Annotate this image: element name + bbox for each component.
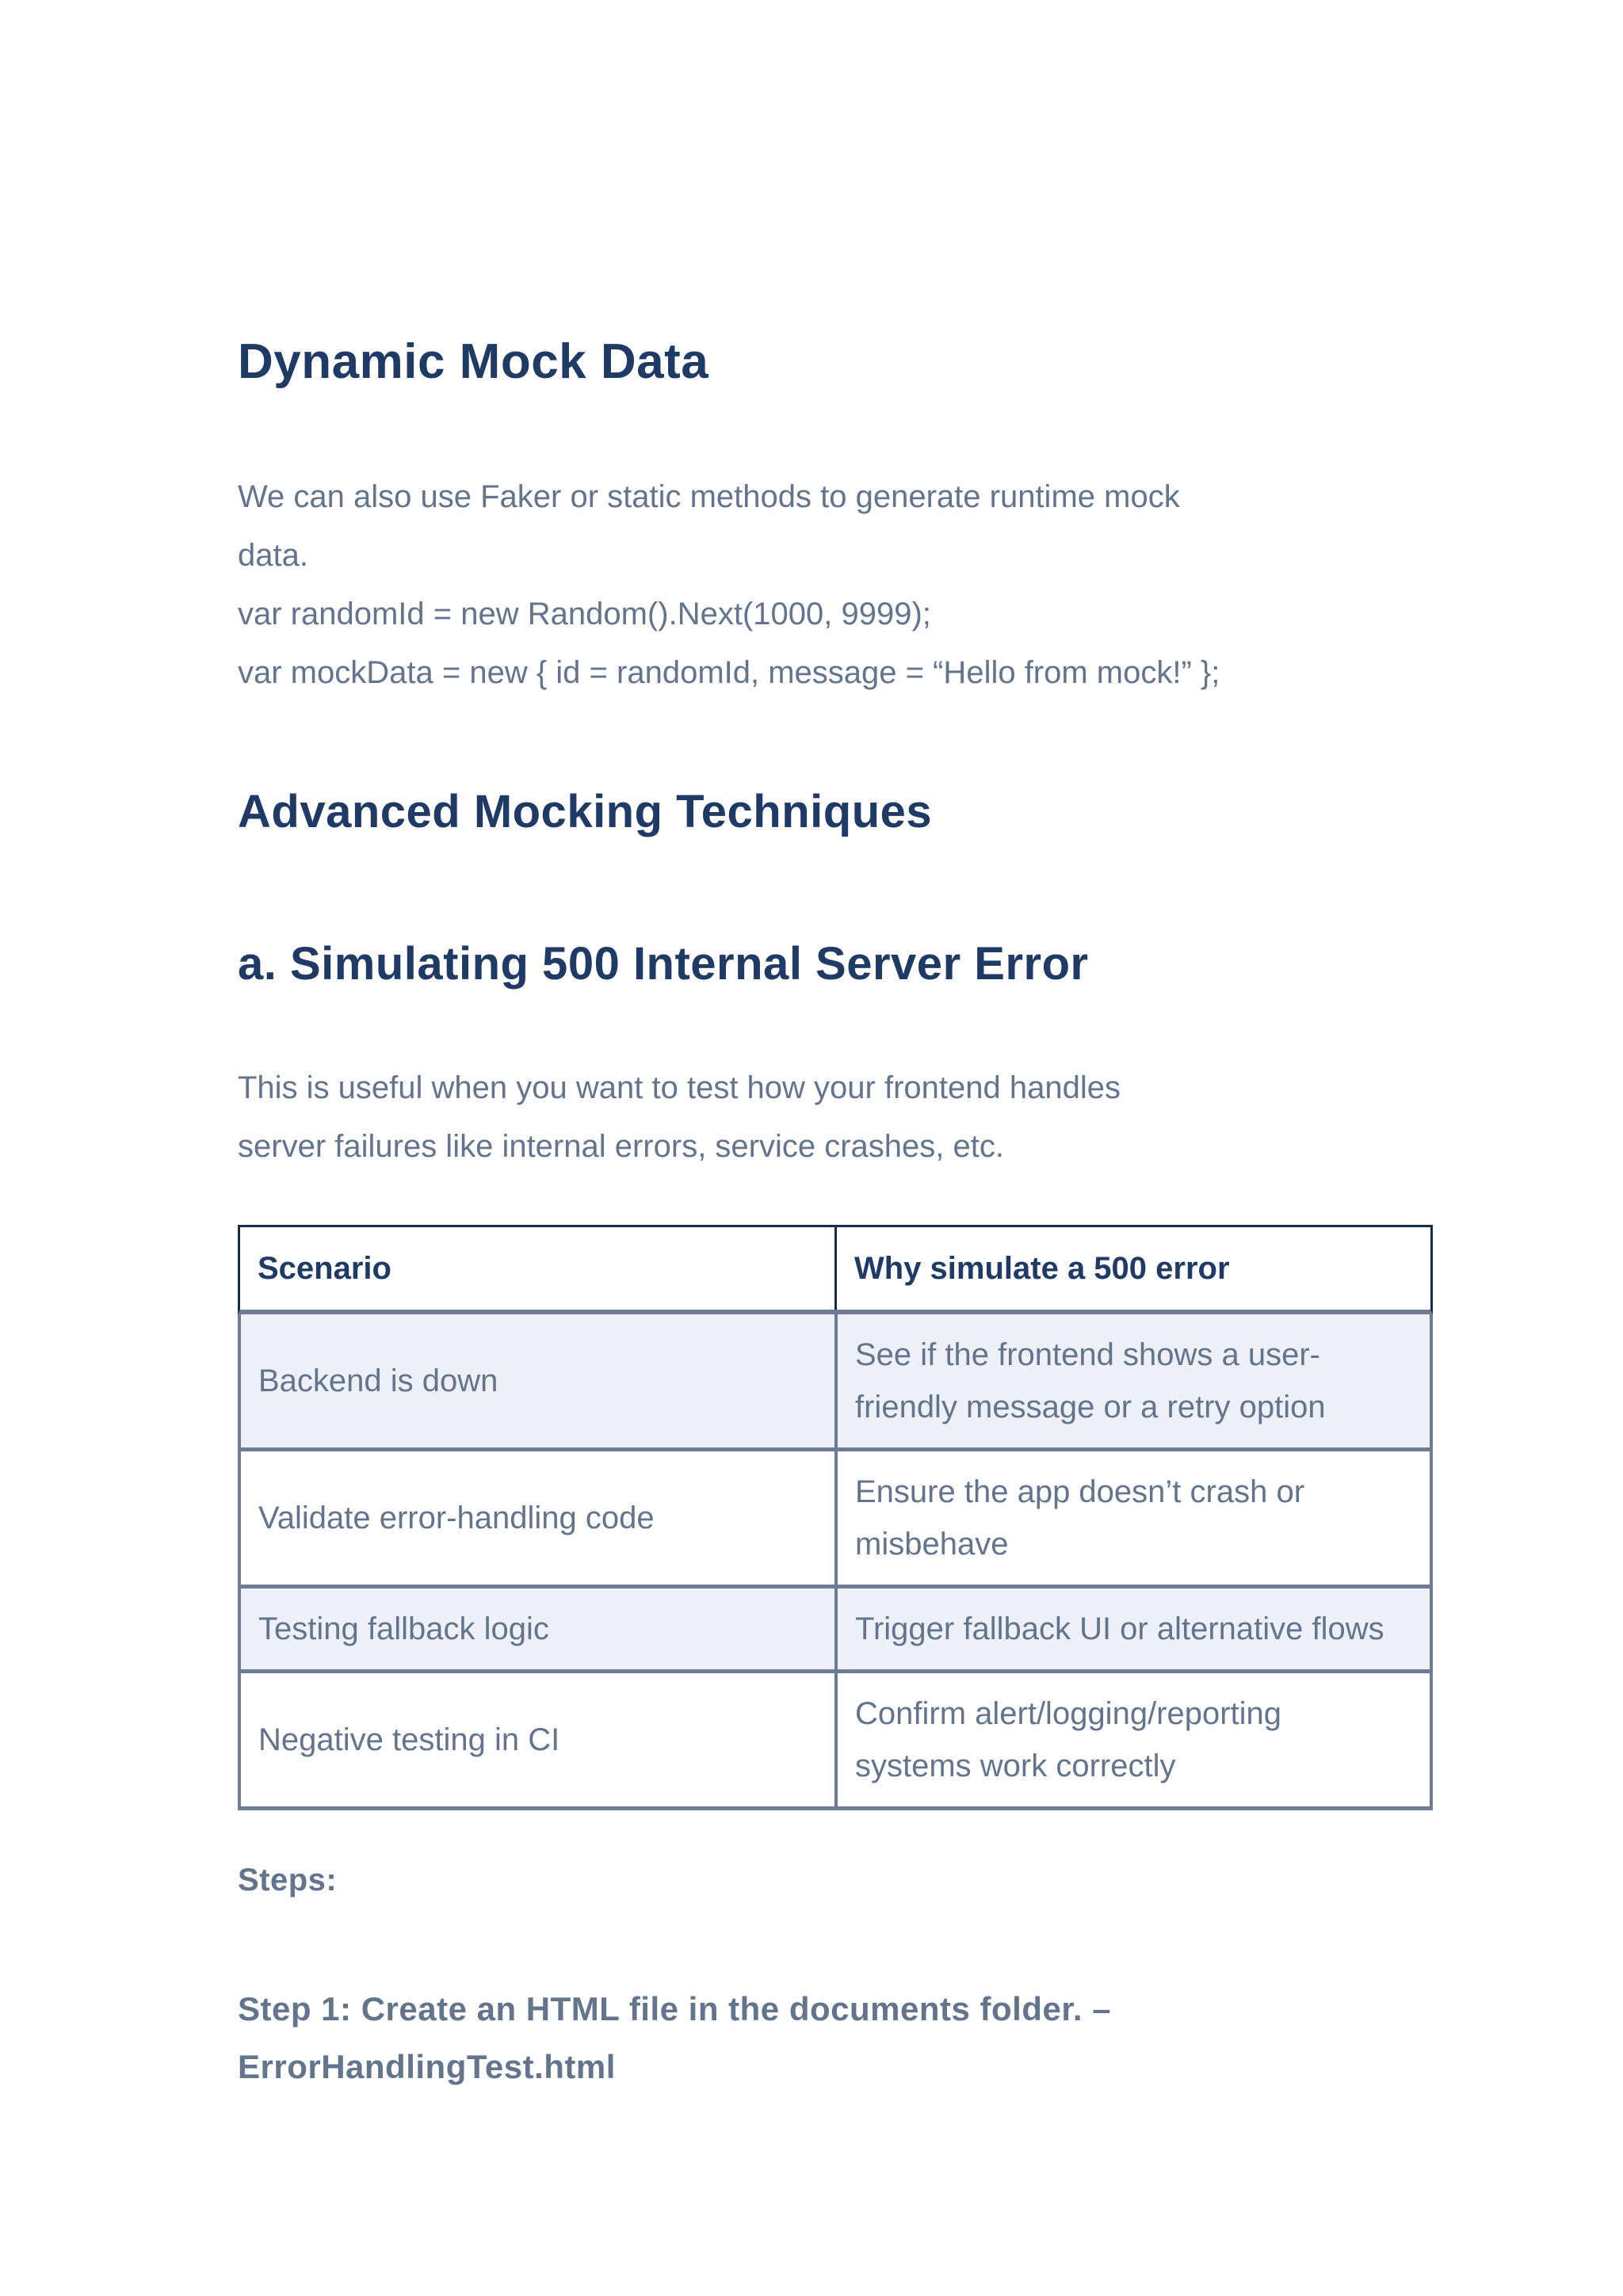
column-header-why-simulate: Why simulate a 500 error: [854, 1251, 1230, 1286]
table-row: Backend is down See if the frontend show…: [241, 1314, 1430, 1451]
document-content: Dynamic Mock Data We can also use Faker …: [238, 333, 1433, 2096]
table-cell-reason: Confirm alert/logging/reporting systems …: [855, 1696, 1282, 1783]
table-row: Testing fallback logic Trigger fallback …: [241, 1589, 1430, 1673]
scenario-table-body: Backend is down See if the frontend show…: [238, 1314, 1433, 1810]
table-cell-scenario: Negative testing in CI: [241, 1673, 838, 1806]
column-header-scenario: Scenario: [240, 1227, 837, 1310]
table-cell-reason: See if the frontend shows a user- friend…: [855, 1337, 1326, 1425]
subsection-title-simulating-500-error: a. Simulating 500 Internal Server Error: [238, 938, 1089, 990]
scenario-table-header-row: Scenario Why simulate a 500 error: [238, 1225, 1433, 1314]
table-cell-scenario: Backend is down: [241, 1314, 838, 1447]
table-row: Validate error-handling code Ensure the …: [241, 1451, 1430, 1589]
table-cell-reason: Ensure the app doesn’t crash or misbehav…: [855, 1474, 1305, 1562]
paragraph-dynamic-mock-body: We can also use Faker or static methods …: [238, 479, 1220, 690]
table-cell-scenario: Validate error-handling code: [241, 1451, 838, 1585]
scenario-table: Scenario Why simulate a 500 error Backen…: [238, 1225, 1433, 1810]
steps-heading: Steps:: [238, 1863, 338, 1897]
section-title-advanced-mocking-techniques: Advanced Mocking Techniques: [238, 786, 933, 837]
section-title-dynamic-mock-data: Dynamic Mock Data: [238, 334, 709, 389]
table-cell-scenario: Testing fallback logic: [241, 1589, 838, 1669]
table-row: Negative testing in CI Confirm alert/log…: [241, 1673, 1430, 1810]
table-cell-reason: Trigger fallback UI or alternative flows: [855, 1611, 1384, 1646]
paragraph-500-error-intro: This is useful when you want to test how…: [238, 1070, 1121, 1164]
step-1-text: Step 1: Create an HTML file in the docum…: [238, 1990, 1112, 2085]
